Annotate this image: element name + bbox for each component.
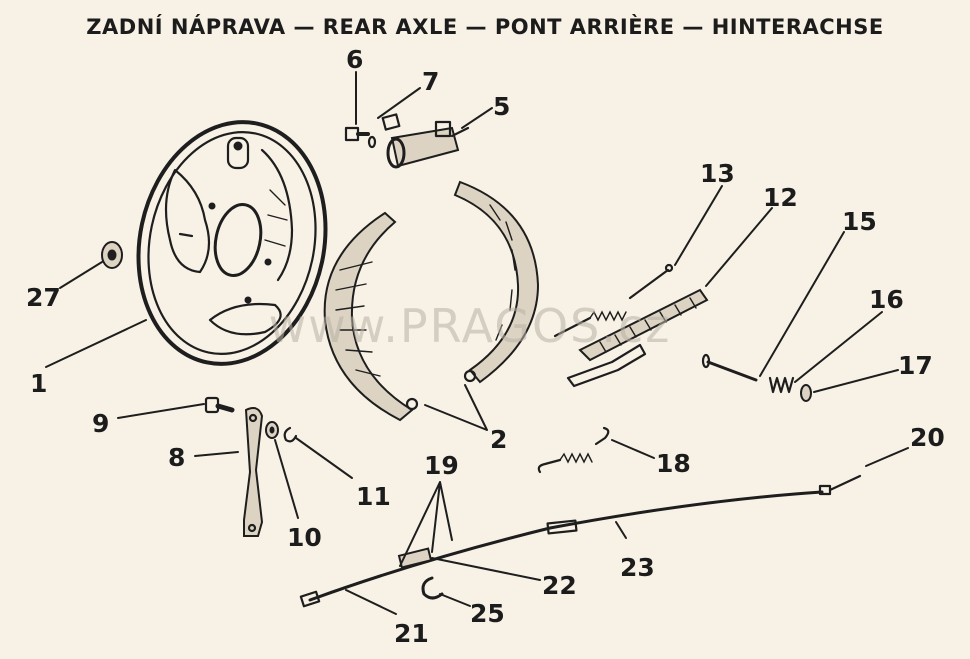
part-13-adjuster-spring (553, 263, 674, 338)
label-25: 25 (470, 599, 505, 628)
label-12: 12 (763, 183, 798, 212)
leader-15 (759, 231, 845, 377)
leader-27 (59, 261, 103, 289)
leader-1 (45, 319, 147, 368)
label-8: 8 (168, 443, 185, 472)
leader-23 (615, 521, 627, 539)
leader-19 (399, 481, 453, 567)
leader-11 (295, 437, 353, 479)
part-21-cable-nipple (299, 590, 321, 608)
part-17-cup-washer (800, 384, 812, 402)
leader-5 (461, 107, 493, 129)
part-23-handbrake-cable (308, 490, 824, 602)
label-17: 17 (898, 351, 933, 380)
leader-18 (611, 439, 655, 459)
leader-22 (431, 557, 541, 581)
label-15: 15 (842, 207, 877, 236)
diagram-title: ZADNÍ NÁPRAVA — REAR AXLE — PONT ARRIÈRE… (86, 14, 883, 39)
label-16: 16 (869, 285, 904, 314)
part-2-brake-shoe-front (323, 211, 419, 422)
label-18: 18 (656, 449, 691, 478)
leader-21 (345, 589, 397, 615)
label-21: 21 (394, 619, 429, 648)
part-22-cable-sleeve (397, 547, 433, 569)
leader-7 (377, 87, 421, 119)
label-5: 5 (493, 92, 510, 121)
label-6: 6 (346, 45, 363, 74)
label-13: 13 (700, 159, 735, 188)
part-11-clip (283, 426, 298, 443)
leader-13 (674, 185, 723, 266)
label-19: 19 (424, 451, 459, 480)
label-22: 22 (542, 571, 577, 600)
label-2: 2 (490, 425, 507, 454)
leader-2 (424, 384, 488, 431)
label-1: 1 (30, 369, 47, 398)
leader-17 (813, 369, 899, 393)
part-6-bolt (344, 126, 370, 142)
label-27: 27 (26, 283, 61, 312)
leader-25 (439, 593, 471, 607)
part-15-hold-down-pin (701, 353, 758, 382)
leader-9 (117, 403, 205, 419)
leader-16 (794, 311, 883, 383)
part-8-handbrake-lever (243, 407, 264, 537)
part-25-circlip (421, 576, 444, 600)
part-9-bolt (204, 396, 235, 414)
watermark-text: www.PRAGOS.cz (269, 299, 672, 353)
part-2-brake-shoe-rear (453, 180, 540, 384)
label-7: 7 (422, 67, 439, 96)
part-1-backing-plate (136, 120, 328, 366)
part-10-washer (265, 421, 279, 439)
part-20-cable-end (818, 474, 862, 496)
leader-8 (194, 451, 239, 457)
leader-12 (705, 207, 773, 287)
part-27-washer (101, 241, 123, 269)
label-11: 11 (356, 482, 391, 511)
label-23: 23 (620, 553, 655, 582)
part-5-wheel-cylinder (381, 113, 470, 169)
label-10: 10 (287, 523, 322, 552)
part-7-ring (367, 135, 377, 149)
part-18-return-spring (537, 426, 610, 474)
part-16-spring (768, 376, 795, 394)
label-20: 20 (910, 423, 945, 452)
leader-10 (274, 439, 299, 519)
label-9: 9 (92, 409, 109, 438)
leader-20 (865, 447, 909, 467)
part-12-adjuster-lever (566, 288, 709, 388)
